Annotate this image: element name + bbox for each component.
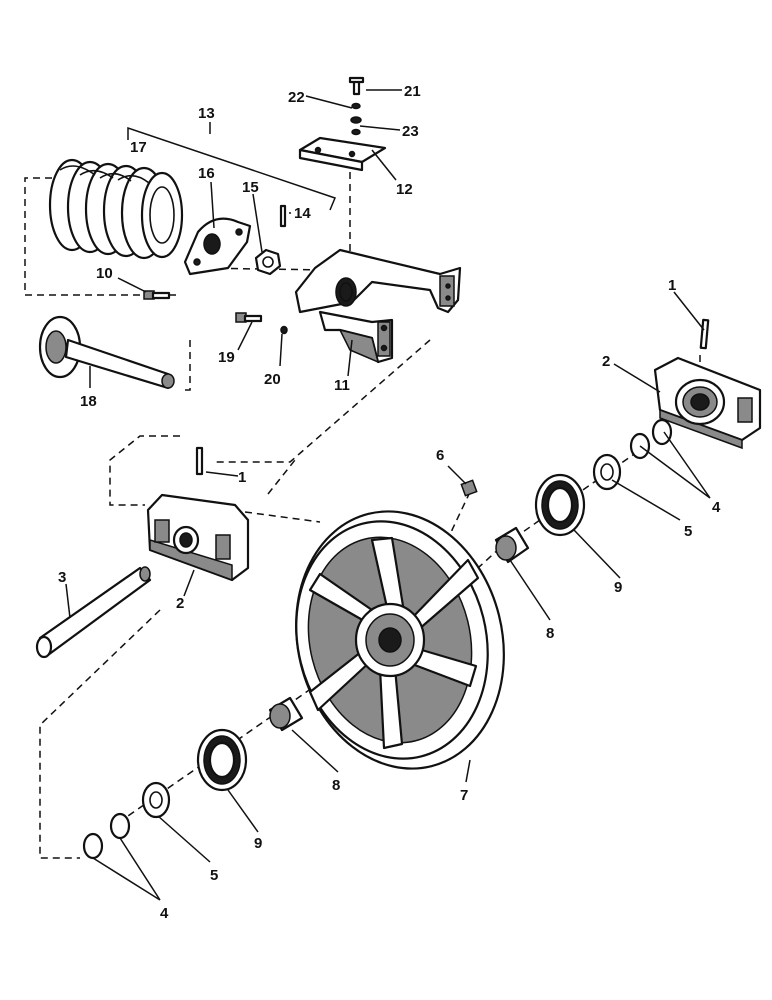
bushing-upper [494, 526, 530, 564]
callout-12: 12 [396, 181, 413, 198]
bearing-housing-right [653, 318, 762, 450]
callout-5-upper: 5 [684, 523, 692, 540]
callout-16: 16 [198, 165, 215, 182]
callout-8-lower: 8 [332, 777, 340, 794]
callout-17: 17 [130, 139, 147, 156]
cotter-pin [279, 204, 287, 228]
callout-4-upper: 4 [712, 499, 721, 516]
thrust-washer-lower [141, 781, 171, 819]
callout-13: 13 [198, 105, 215, 122]
callout-15: 15 [242, 179, 259, 196]
callout-18: 18 [80, 393, 97, 410]
callout-8-upper: 8 [546, 625, 554, 642]
recoil-spring [48, 158, 184, 260]
seal-upper [534, 473, 586, 537]
lock-nut [254, 248, 282, 276]
callout-1-upper: 1 [668, 277, 676, 294]
bolt-19-and-washer-20 [235, 312, 288, 335]
callout-22: 22 [288, 89, 305, 106]
thrust-washer-upper [592, 453, 622, 491]
idler-shaft [35, 566, 152, 659]
seal-lower [196, 728, 248, 792]
leader-lines [65, 89, 711, 901]
callout-labels: 1 2 1 2 3 4 4 5 5 6 7 8 8 9 9 10 11 12 1… [58, 83, 721, 922]
spring-plate [183, 217, 252, 276]
callout-2-lower: 2 [176, 595, 184, 612]
bearing-housing-left [146, 446, 250, 582]
spring-rod [38, 315, 175, 390]
callout-4-lower: 4 [160, 905, 169, 922]
bolt-10 [143, 290, 171, 300]
callout-21: 21 [404, 83, 421, 100]
callout-19: 19 [218, 349, 235, 366]
callout-5-lower: 5 [210, 867, 218, 884]
cover-plate [298, 136, 387, 172]
callout-6: 6 [436, 447, 444, 464]
callout-14: 14 [294, 205, 311, 222]
callout-23: 23 [402, 123, 419, 140]
callout-10: 10 [96, 265, 113, 282]
callout-1-lower: 1 [238, 469, 246, 486]
callout-11: 11 [334, 377, 350, 394]
idler-wheel [295, 510, 505, 770]
callout-2-upper: 2 [602, 353, 610, 370]
top-bolt-and-washers [348, 76, 365, 136]
snap-rings-upper [629, 418, 673, 460]
callout-9-upper: 9 [614, 579, 622, 596]
callout-9-lower: 9 [254, 835, 262, 852]
bushing-lower [268, 696, 304, 732]
idler-yoke [294, 248, 462, 364]
callout-3: 3 [58, 569, 66, 586]
snap-rings-lower [82, 812, 131, 860]
callout-7: 7 [460, 787, 468, 804]
callout-20: 20 [264, 371, 281, 388]
